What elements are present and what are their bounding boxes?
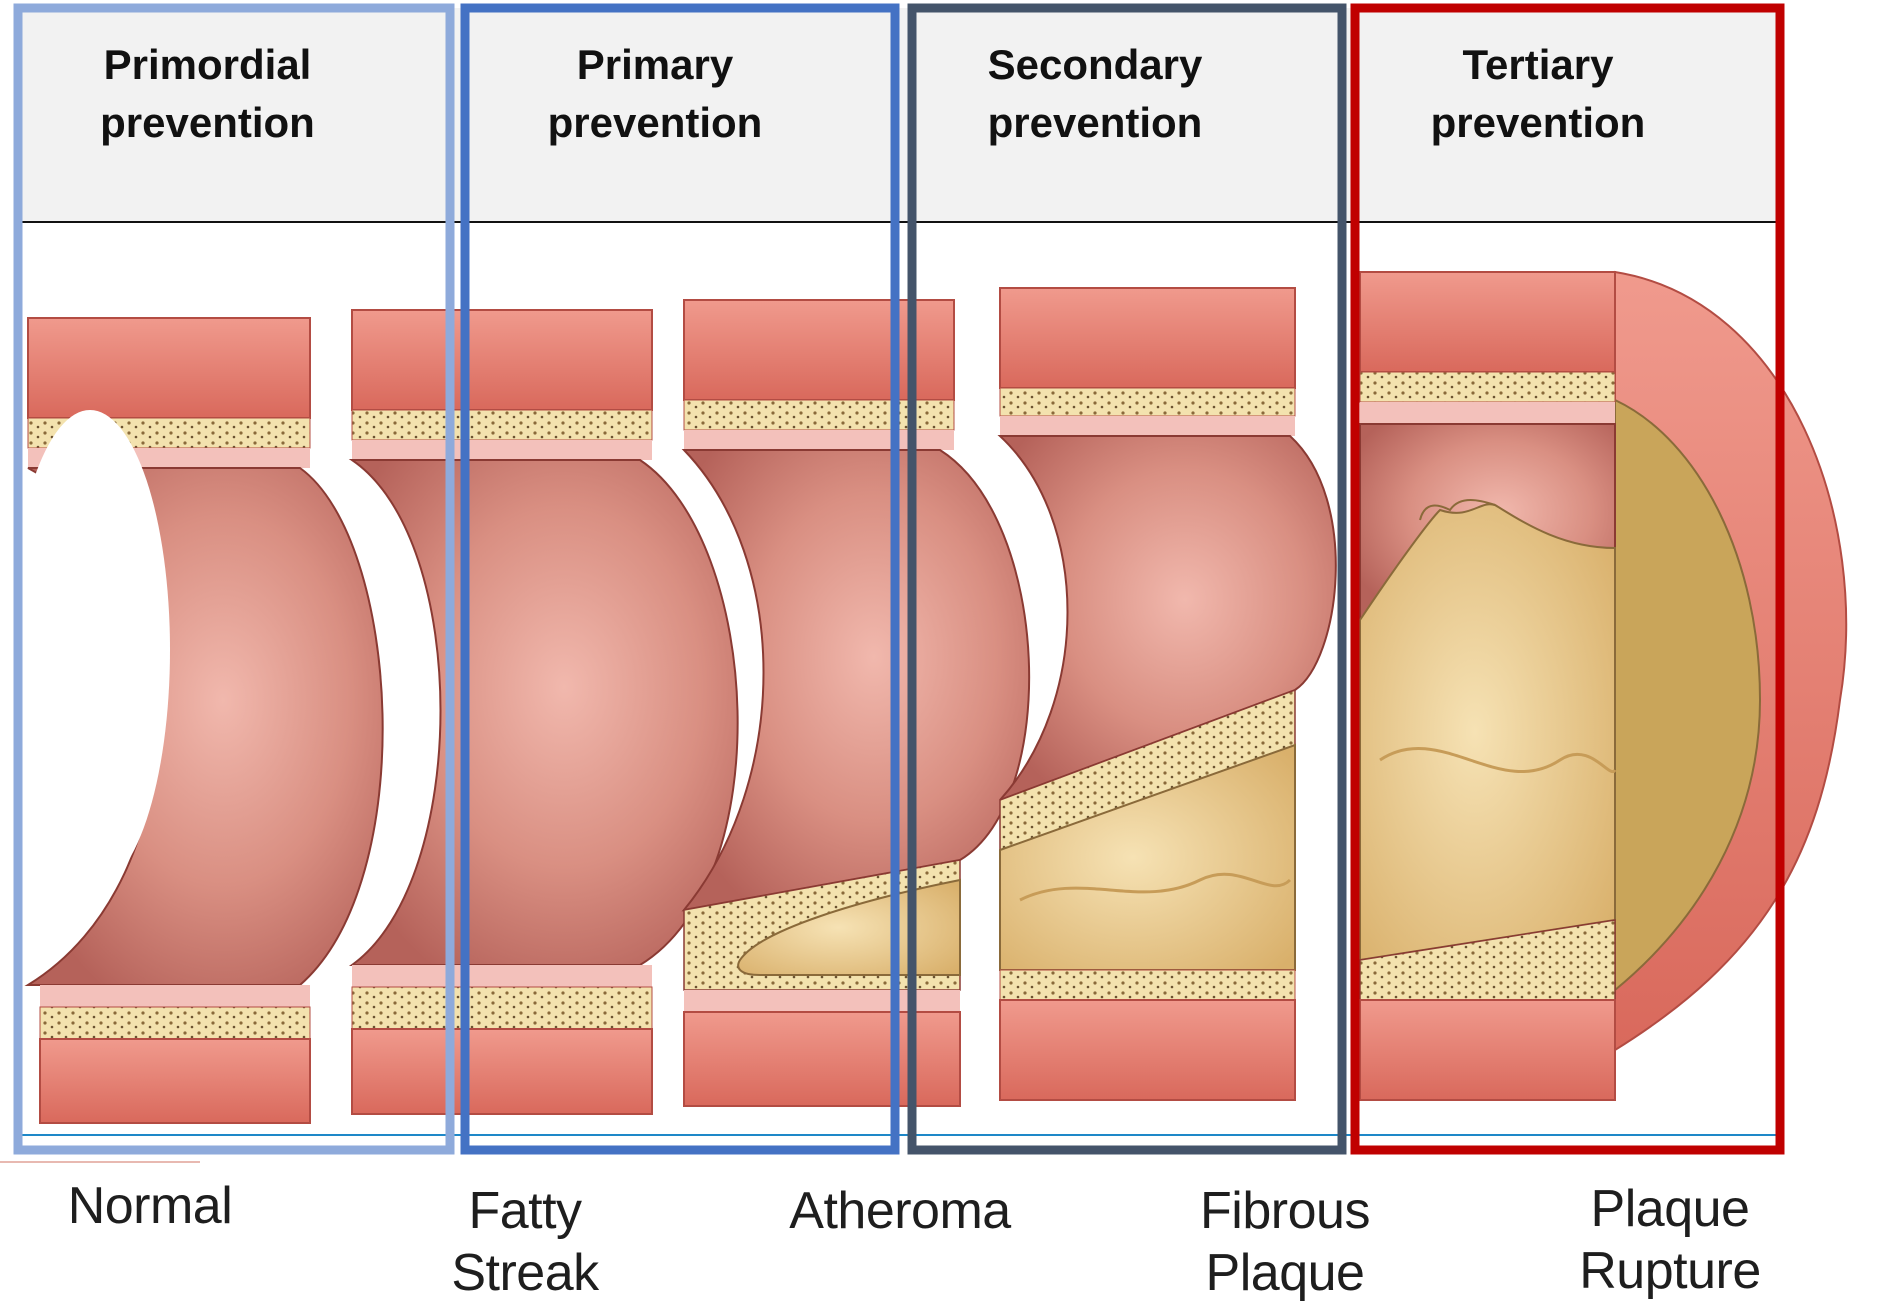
header-primary-line1: Primary [475, 36, 835, 94]
segment-fatty-streak [352, 310, 738, 1114]
stage-fibrous-plaque-line1: Fibrous [1170, 1180, 1400, 1242]
stage-fatty-streak-line1: Fatty [410, 1180, 640, 1242]
artery-segments [10, 272, 1846, 1123]
segment-normal [10, 318, 383, 1123]
header-secondary-line1: Secondary [915, 36, 1275, 94]
stage-plaque-rupture-line2: Rupture [1555, 1240, 1785, 1302]
stage-label-normal: Normal [40, 1175, 260, 1237]
stage-label-atheroma: Atheroma [770, 1180, 1030, 1242]
stage-label-plaque-rupture: Plaque Rupture [1555, 1178, 1785, 1302]
header-primordial: Primordial prevention [30, 36, 385, 152]
stage-label-fatty-streak: Fatty Streak [410, 1180, 640, 1304]
header-tertiary-line1: Tertiary [1358, 36, 1718, 94]
header-secondary: Secondary prevention [915, 36, 1275, 152]
header-tertiary-line2: prevention [1358, 94, 1718, 152]
stage-plaque-rupture-line1: Plaque [1555, 1178, 1785, 1240]
header-primordial-line1: Primordial [30, 36, 385, 94]
segment-fibrous-plaque [1000, 288, 1336, 1100]
stage-normal-line1: Normal [40, 1175, 260, 1237]
header-tertiary: Tertiary prevention [1358, 36, 1718, 152]
header-primary: Primary prevention [475, 36, 835, 152]
header-primary-line2: prevention [475, 94, 835, 152]
header-primordial-line2: prevention [30, 94, 385, 152]
segment-plaque-rupture [1360, 272, 1846, 1100]
stage-atheroma-line1: Atheroma [770, 1180, 1030, 1242]
stage-label-fibrous-plaque: Fibrous Plaque [1170, 1180, 1400, 1304]
header-secondary-line2: prevention [915, 94, 1275, 152]
